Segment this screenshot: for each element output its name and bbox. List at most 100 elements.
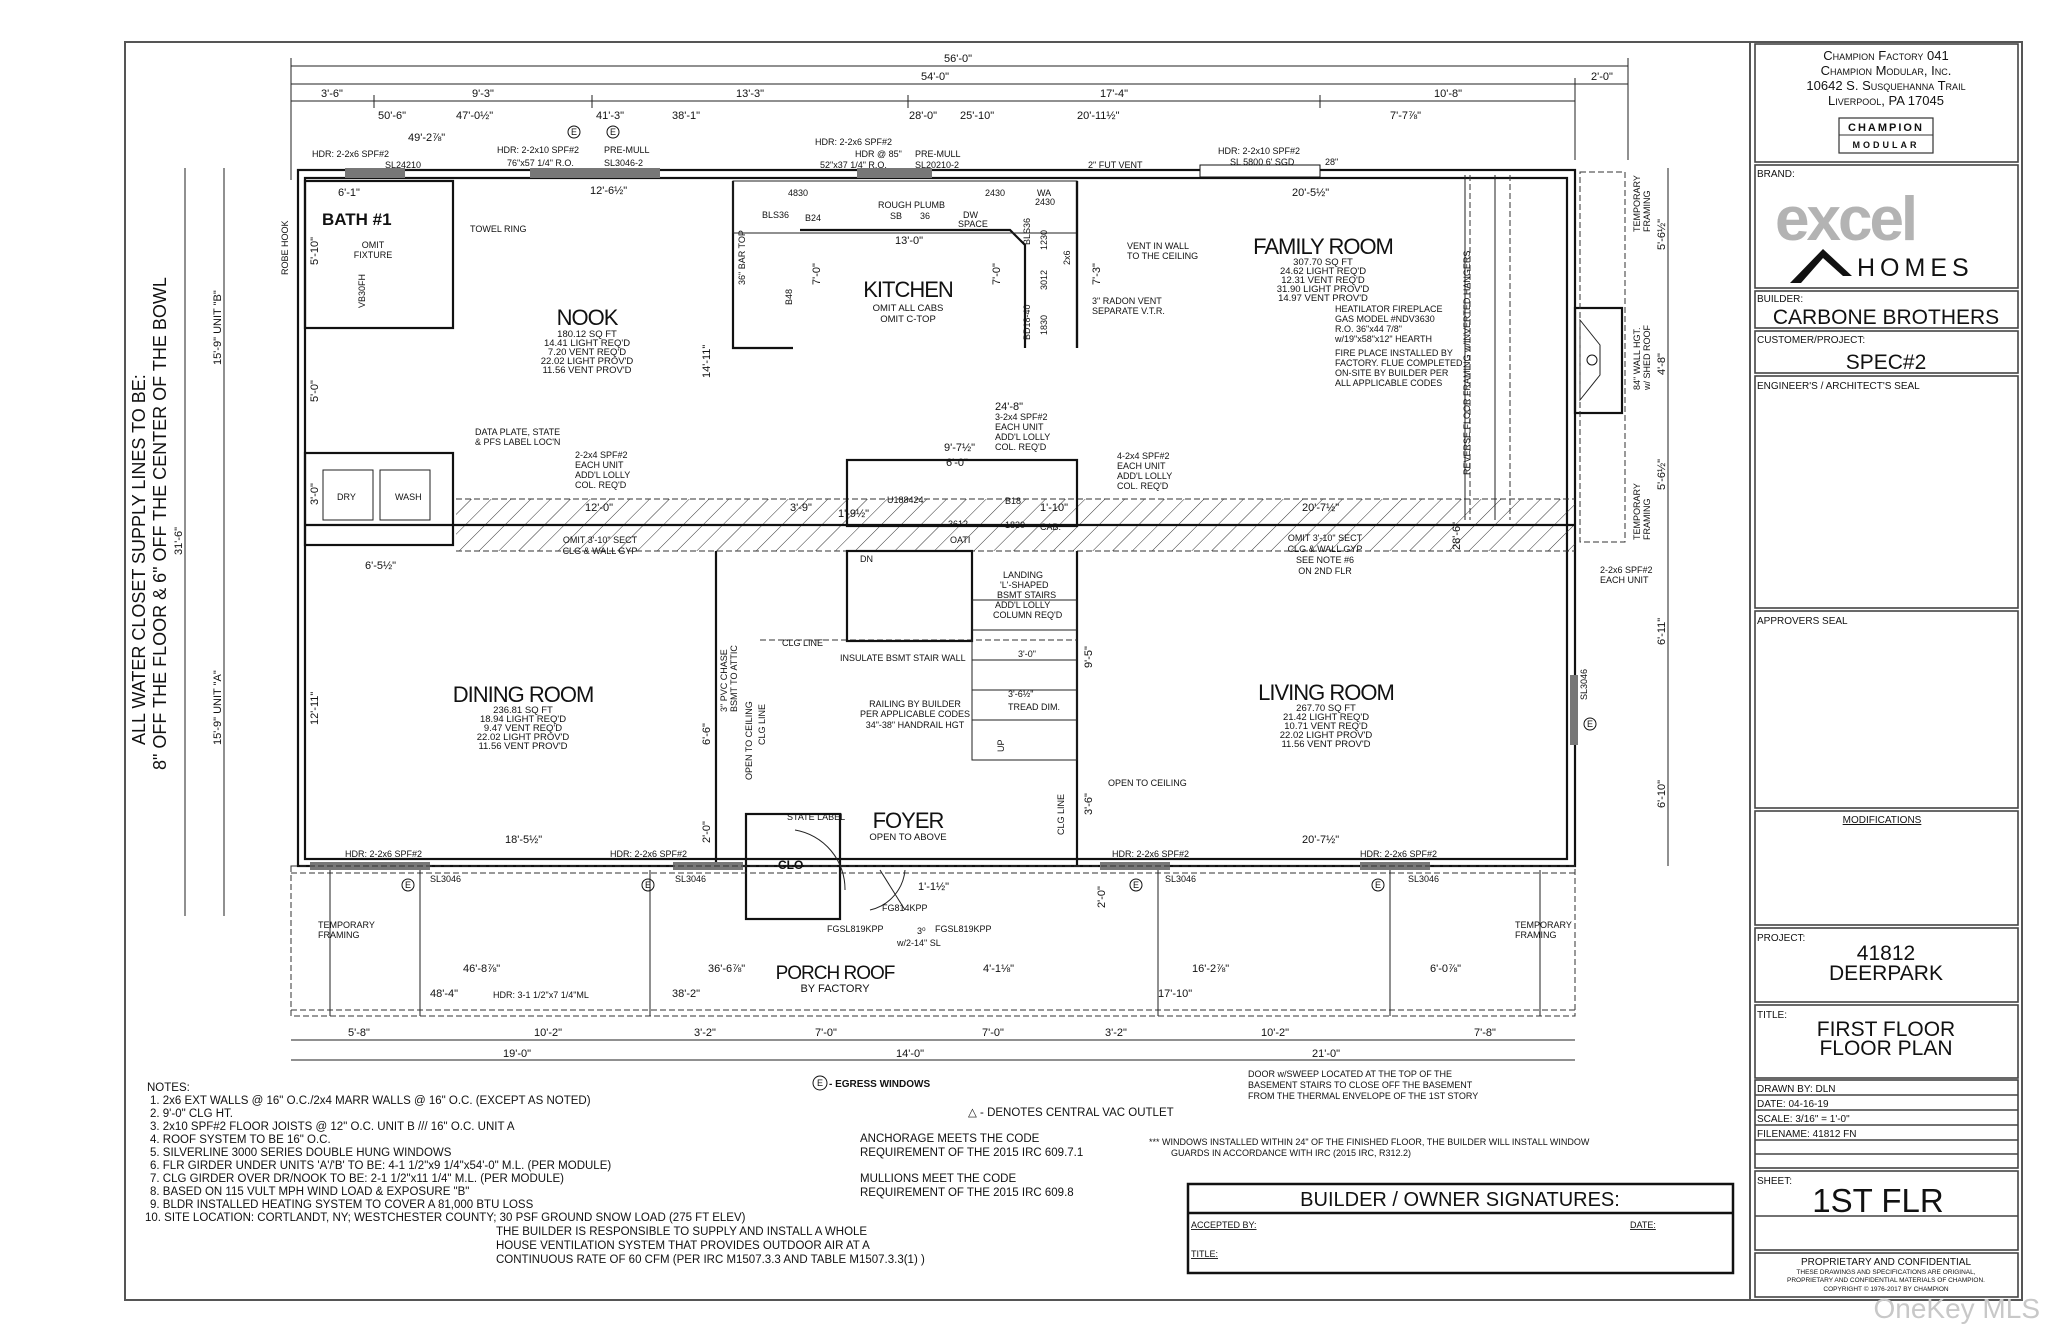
plan-label: 7'-0" xyxy=(982,1027,1004,1039)
plan-label: SL3046-2 xyxy=(604,158,643,168)
plan-label: 11.56 VENT PROV'D xyxy=(542,365,631,376)
plan-label: 22.02 LIGHT PROV'D xyxy=(477,732,570,743)
plan-label: TEMPORARY xyxy=(1632,175,1642,232)
plan-label: E xyxy=(405,880,411,890)
plan-label: CAB. xyxy=(1040,522,1061,532)
bottom-dimensions: 5'-8" 10'-2" 3'-2" 7'-0" 7'-0" 3'-2" 10'… xyxy=(291,1027,1575,1061)
plan-label: DOOR w/SWEEP LOCATED AT THE TOP OF THE xyxy=(1248,1069,1452,1079)
plan-label: SCALE: 3/16" = 1'-0" xyxy=(1757,1114,1850,1125)
plan-label: OMIT C-TOP xyxy=(880,314,936,325)
plan-label: SL24210 xyxy=(385,160,421,170)
plan-label: EACH UNIT xyxy=(1117,461,1166,471)
plan-label: TOWEL RING xyxy=(470,224,527,234)
room-name-living: LIVING ROOM xyxy=(1258,680,1394,705)
plan-label: OATI xyxy=(950,535,970,545)
porch-dimensions: 46'-8⅞" 48'-4" 36'-6⅞" 38'-2" 4'-1⅛" 16'… xyxy=(430,963,1461,1000)
plan-label: HDR: 2-2x10 SPF#2 xyxy=(497,145,579,155)
plan-label: 12'-6½" xyxy=(590,185,627,197)
dim-offset: 50'-6" xyxy=(378,110,406,122)
plan-label: 307.70 SQ FT xyxy=(1293,257,1353,268)
plan-label: HDR: 2-2x6 SPF#2 xyxy=(610,849,687,859)
plan-label: PER APPLICABLE CODES xyxy=(860,709,970,719)
plan-label: APPROVERS SEAL xyxy=(1757,616,1848,627)
plan-label: 10.71 VENT REQ'D xyxy=(1284,721,1368,732)
plan-label: SEPARATE V.T.R. xyxy=(1092,306,1165,316)
plan-label: 14.97 VENT PROV'D xyxy=(1278,293,1368,304)
plan-label: 6'-0⅞" xyxy=(1430,963,1461,975)
plan-label: COL. REQ'D xyxy=(995,442,1047,452)
plan-label: 14'-11" xyxy=(701,345,713,378)
plan-label: 28'-6" xyxy=(1451,522,1463,550)
plan-label: THE BUILDER IS RESPONSIBLE TO SUPPLY AND… xyxy=(496,1226,867,1238)
plan-label: HDR: 2-2x6 SPF#2 xyxy=(815,137,892,147)
title-field[interactable]: TITLE: xyxy=(1191,1249,1218,1259)
plan-label: HDR: 2-2x6 SPF#2 xyxy=(1360,849,1437,859)
plan-label: 2" FUT VENT xyxy=(1088,160,1143,170)
dim-box: 54'-0" xyxy=(921,71,949,83)
plan-label: BSMT TO ATTIC xyxy=(729,645,739,712)
watermark: OneKey MLS xyxy=(1873,1293,2040,1324)
plan-label: PLUMB xyxy=(914,200,945,210)
plan-label: w/2-14" SL xyxy=(896,938,941,948)
plan-label: SEE NOTE #6 xyxy=(1296,555,1354,565)
plan-label: CLG & WALL GYP xyxy=(563,546,638,556)
plan-label: 2-2x6 SPF#2 xyxy=(1600,565,1653,575)
accepted-by-field[interactable]: ACCEPTED BY: xyxy=(1191,1220,1257,1230)
plan-label: 5'-6½" xyxy=(1656,459,1668,490)
plan-label: Champion Factory 041 xyxy=(1823,48,1948,63)
plan-label: 6'-6" xyxy=(701,723,713,745)
plan-label: 2430 xyxy=(985,188,1005,198)
plan-label: 9'-5" xyxy=(1083,646,1095,668)
plan-annotations: TOWEL RING ROBE HOOK OMIT FIXTURE VB30FH… xyxy=(280,175,1653,1000)
plan-label: SL3046 xyxy=(1579,669,1589,700)
plan-label: ADD'L LOLLY xyxy=(1117,471,1172,481)
plan-label: FGSL819KPP xyxy=(935,924,992,934)
plan-label: 10'-2" xyxy=(534,1027,562,1039)
plan-label: BRAND: xyxy=(1757,169,1795,180)
plan-label: 14'-0" xyxy=(896,1048,924,1060)
plan-label: E xyxy=(610,127,616,137)
plan-label: 18'-5½" xyxy=(505,834,542,846)
plan-label: CLG LINE xyxy=(782,638,823,648)
plan-label: 7'-3" xyxy=(1091,263,1103,285)
egress-window-marker: E E xyxy=(567,125,620,139)
plan-label: SHEET: xyxy=(1757,1176,1792,1187)
plan-label: COLUMN REQ'D xyxy=(993,610,1063,620)
plan-label: MULLIONS MEET THE CODE xyxy=(860,1173,1016,1185)
plan-label: 76"x57 1/4" R.O. xyxy=(507,158,574,168)
plan-label: 3" RADON VENT xyxy=(1092,296,1162,306)
plan-label: 5'-0" xyxy=(309,380,321,402)
plan-label: 48'-4" xyxy=(430,988,458,1000)
plan-label: OPEN TO CEILING xyxy=(744,701,754,780)
plan-label: ALL APPLICABLE CODES xyxy=(1335,378,1442,388)
plan-label: B48 xyxy=(784,289,794,305)
room-name-foyer: FOYER xyxy=(873,808,944,833)
plan-label: BLS36 xyxy=(1022,218,1032,245)
plan-label: 6'-5½" xyxy=(365,560,396,572)
plan-label: REVERSE FLOOR FRAMING w/INVERTED HANGERS xyxy=(1462,251,1472,475)
dim-top-seg: 9'-3" xyxy=(472,88,494,100)
header-labels: HDR: 2-2x6 SPF#2 SL24210 HDR: 2-2x10 SPF… xyxy=(312,125,1338,170)
date-field[interactable]: DATE: xyxy=(1630,1220,1656,1230)
plan-label: 36" BAR TOP xyxy=(737,230,747,285)
plan-label: 4830 xyxy=(788,188,808,198)
plan-label: 236.81 SQ FT xyxy=(493,705,553,716)
plan-label: WA xyxy=(1037,188,1051,198)
egress-window-marker: E E E E E xyxy=(401,717,1597,892)
sheet-number: 1ST FLR xyxy=(1812,1182,1943,1219)
plan-label: E xyxy=(571,127,577,137)
plan-label: 4'-1⅛" xyxy=(983,963,1014,975)
plan-label: 5'-10" xyxy=(309,237,321,265)
plan-label: COPYRIGHT © 1976-2017 BY CHAMPION xyxy=(1823,1285,1949,1293)
plan-label: Champion Modular, Inc. xyxy=(1821,63,1952,78)
plan-label: E xyxy=(1133,880,1139,890)
plan-label: 1'-9½" xyxy=(838,508,869,520)
dim-top-seg: 3'-6" xyxy=(321,88,343,100)
plan-label: BUILDER: xyxy=(1757,294,1803,305)
plan-label: 28" xyxy=(1325,157,1338,167)
plan-label: 15'-9" UNIT "B" xyxy=(212,290,224,365)
plan-label: 21'-0" xyxy=(1312,1048,1340,1060)
plan-label: TEMPORARY xyxy=(318,920,375,930)
plan-label: HDR: 2-2x10 SPF#2 xyxy=(1218,146,1300,156)
